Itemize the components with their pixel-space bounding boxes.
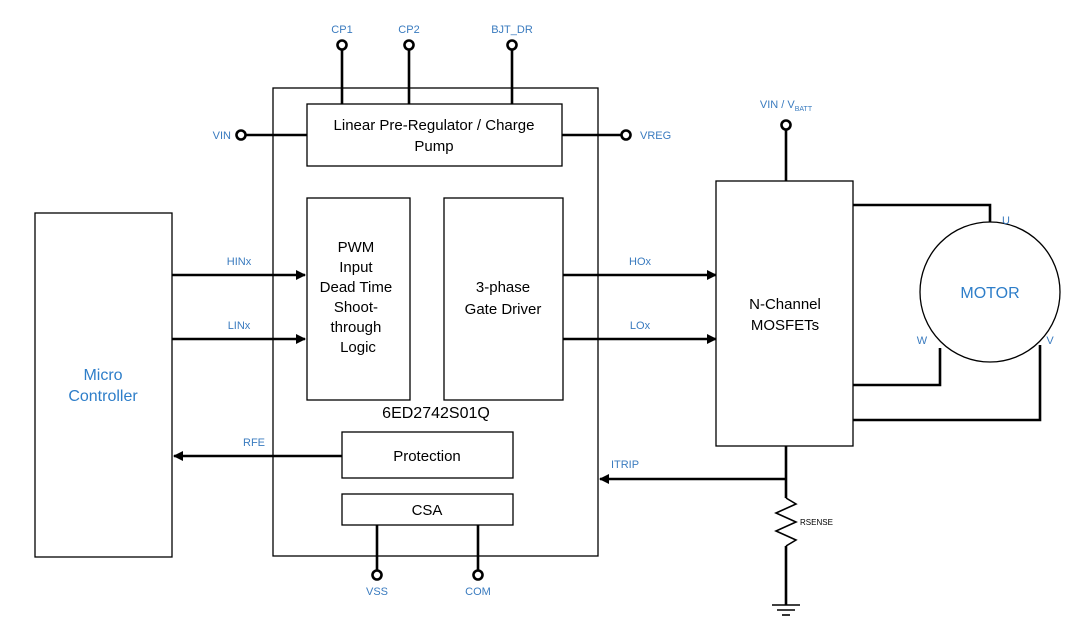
vbatt-label-sub: BATT — [795, 106, 813, 113]
motor-label: MOTOR — [960, 285, 1019, 302]
mosfet-label-line2: MOSFETs — [751, 317, 819, 334]
micro-controller-label-line2: Controller — [68, 388, 138, 405]
chip-name: 6ED2742S01Q — [382, 405, 490, 422]
bjt-dr-label: BJT_DR — [491, 24, 533, 36]
pwm-line-0: PWM — [338, 239, 375, 256]
vss-label: VSS — [366, 586, 388, 598]
phase-v-label: V — [1046, 335, 1054, 347]
cp2-label: CP2 — [398, 24, 419, 36]
phase-u-label: U — [1002, 215, 1010, 227]
com-pin — [472, 569, 484, 581]
hox-label: HOx — [629, 256, 652, 268]
vreg-pin — [620, 129, 632, 141]
micro-controller-label-line1: Micro — [83, 367, 122, 384]
itrip-label: ITRIP — [611, 459, 639, 471]
mosfet-label-line1: N-Channel — [749, 296, 821, 313]
ground-icon — [772, 604, 800, 616]
cp1-label: CP1 — [331, 24, 352, 36]
bjt-dr-pin — [506, 39, 518, 51]
vbatt-pin — [780, 119, 792, 131]
vin-label: VIN — [213, 130, 231, 142]
cp2-pin — [403, 39, 415, 51]
pwm-line-4: through — [330, 319, 381, 336]
csa-label: CSA — [412, 502, 443, 519]
cp1-pin — [336, 39, 348, 51]
pwm-line-5: Logic — [340, 339, 376, 356]
vin-pin — [235, 129, 247, 141]
vreg-label: VREG — [640, 130, 671, 142]
protection-label: Protection — [393, 448, 461, 465]
gate-driver-label-line1: 3-phase — [476, 279, 530, 296]
pwm-logic-label: PWM Input Dead Time Shoot- through Logic — [320, 239, 397, 356]
micro-controller-block — [34, 212, 173, 558]
phase-v-wire — [853, 345, 1042, 422]
lox-label: LOx — [630, 320, 651, 332]
regulator-block — [306, 103, 563, 167]
pwm-line-3: Shoot- — [334, 299, 378, 316]
regulator-label-line2: Pump — [414, 138, 453, 155]
pwm-line-1: Input — [339, 259, 373, 276]
rsense-resistor — [774, 497, 798, 547]
linx-label: LINx — [228, 320, 251, 332]
vbatt-label: VIN / VBATT — [760, 99, 813, 113]
pwm-logic-block — [306, 197, 411, 401]
rfe-label: RFE — [243, 437, 265, 449]
rsense-label: RSENSE — [800, 518, 833, 527]
phase-u-wire — [853, 203, 992, 222]
gate-driver-label-line2: Gate Driver — [465, 301, 542, 318]
pwm-line-2: Dead Time — [320, 279, 393, 296]
mosfet-block — [715, 180, 854, 447]
com-label: COM — [465, 586, 491, 598]
hinx-label: HINx — [227, 256, 252, 268]
csa-block — [341, 493, 514, 526]
protection-block — [341, 431, 514, 479]
phase-w-wire — [853, 348, 942, 387]
phase-w-label: W — [917, 335, 928, 347]
regulator-label-line1: Linear Pre-Regulator / Charge — [334, 117, 535, 134]
vbatt-label-main: VIN / V — [760, 99, 796, 111]
vss-pin — [371, 569, 383, 581]
gate-driver-block — [443, 197, 564, 401]
